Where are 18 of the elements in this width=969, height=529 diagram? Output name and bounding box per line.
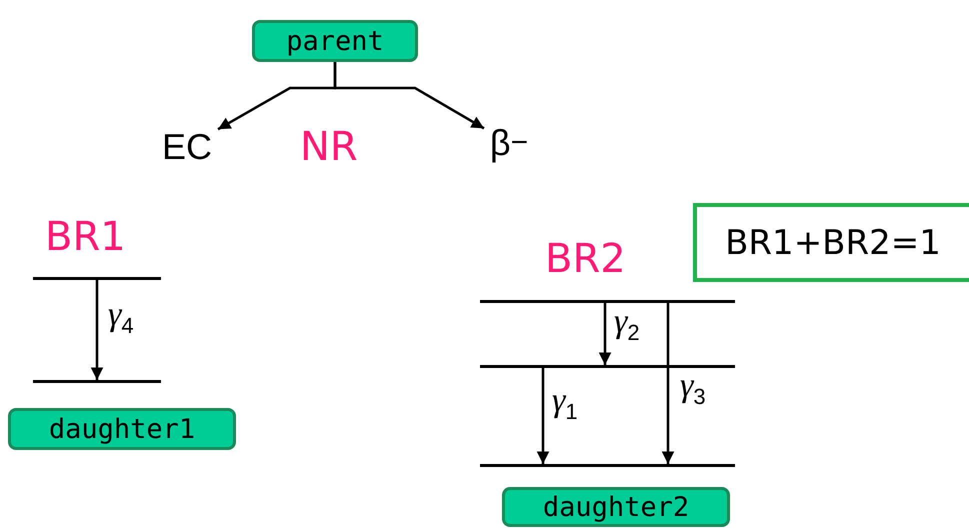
equation-box: BR1+BR2=1	[693, 203, 969, 282]
energy-level-line	[33, 277, 161, 280]
node-box: daughter1	[8, 408, 236, 450]
quantity-label: NR	[300, 124, 358, 170]
decay-mode-label: EC	[156, 126, 218, 168]
node-box: parent	[252, 20, 418, 62]
branching-ratio-label: BR2	[545, 236, 626, 282]
arrow	[90, 280, 104, 380]
energy-level-line	[480, 464, 735, 467]
energy-level-line	[480, 300, 735, 303]
arrow	[334, 62, 485, 130]
energy-level-line	[480, 365, 735, 368]
node-box: daughter2	[502, 487, 730, 527]
arrow	[536, 368, 550, 464]
arrow	[662, 303, 674, 464]
arrow	[598, 303, 612, 365]
branching-ratio-label: BR1	[45, 214, 126, 260]
energy-level-line	[33, 380, 161, 383]
